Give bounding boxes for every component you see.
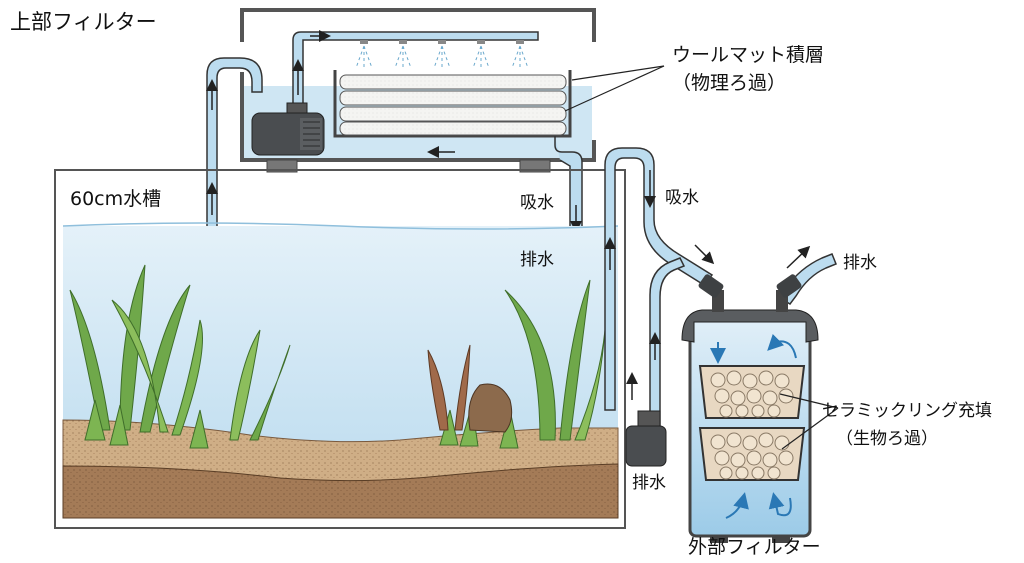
diagram-title: 上部フィルター [10, 10, 157, 34]
media-tray [333, 70, 572, 138]
ceramic-ring-sublabel: （生物ろ過） [836, 429, 938, 449]
wool-mat [339, 106, 567, 122]
top-filter-lid [240, 8, 596, 42]
wool-mat [339, 74, 567, 90]
water-surface [62, 222, 619, 230]
rock [468, 383, 513, 433]
wool-mat-sublabel: （物理ろ過） [672, 72, 787, 94]
aquarium-tank [54, 169, 626, 529]
leader-lines [564, 65, 839, 450]
ceramic-rings [710, 370, 794, 480]
top-filter-intake-label: 吸水 [520, 193, 554, 213]
wool-mat [339, 121, 567, 136]
external-filter-label: 外部フィルター [688, 536, 821, 558]
external-outlet-label: 排水 [843, 253, 877, 273]
external-intake-label: 吸水 [665, 188, 699, 208]
top-filter-outlet-label: 排水 [520, 250, 554, 270]
top-filter-case [240, 72, 596, 162]
soil-layer [62, 463, 619, 519]
spray-nozzles [355, 40, 529, 69]
plants-left [69, 264, 291, 449]
wool-mat-label: ウールマット積層 [672, 44, 825, 66]
top-filter [240, 8, 596, 266]
ceramic-ring-label: セラミックリング充填 [822, 401, 992, 421]
tank-label: 60cm水槽 [70, 188, 162, 210]
external-return-pipe [649, 257, 686, 431]
wool-mat [339, 90, 567, 106]
canister-head [681, 309, 819, 343]
tank-frame [54, 169, 626, 529]
spray-pipe [292, 31, 539, 106]
external-pump [625, 410, 667, 467]
flow-arrows [710, 333, 797, 519]
external-return-label: 排水 [632, 473, 666, 493]
external-filter [681, 274, 819, 543]
top-filter-pump [251, 102, 325, 156]
red-plant [427, 344, 471, 431]
